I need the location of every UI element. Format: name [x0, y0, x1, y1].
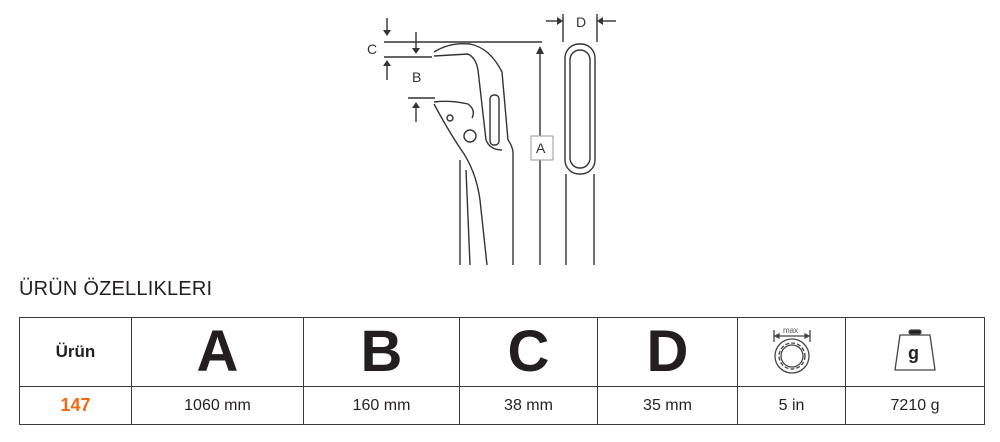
cell-product-code: 147: [19, 386, 132, 425]
cell-c: 38 mm: [459, 386, 598, 425]
header-b: B: [303, 317, 460, 387]
cell-d: 35 mm: [597, 386, 738, 425]
weight-icon: g: [894, 328, 936, 371]
label-d: D: [576, 14, 586, 30]
svg-text:max: max: [783, 326, 798, 335]
header-d: D: [597, 317, 738, 387]
product-spec-table: Ürün A B C D max g 147 1060 mm: [19, 317, 985, 425]
svg-text:g: g: [908, 343, 919, 363]
label-c: C: [367, 41, 377, 57]
header-weight: g: [845, 317, 985, 387]
table-row: 147 1060 mm 160 mm 38 mm 35 mm 5 in 7210…: [19, 386, 985, 425]
cell-pipe-capacity: 5 in: [737, 386, 846, 425]
cell-a: 1060 mm: [131, 386, 304, 425]
header-a: A: [131, 317, 304, 387]
label-b: B: [412, 69, 421, 85]
cell-weight: 7210 g: [845, 386, 985, 425]
header-urun: Ürün: [19, 317, 132, 387]
pipe-wrench-dimension-drawing: C B A D: [367, 14, 616, 266]
pipe-capacity-icon: max: [772, 326, 811, 374]
header-c: C: [459, 317, 598, 387]
header-row: Ürün A B C D max g: [19, 317, 985, 387]
label-a: A: [536, 140, 546, 156]
cell-b: 160 mm: [303, 386, 460, 425]
header-pipe-capacity: max: [737, 317, 846, 387]
section-title: ÜRÜN ÖZELLIKLERI: [19, 278, 213, 300]
